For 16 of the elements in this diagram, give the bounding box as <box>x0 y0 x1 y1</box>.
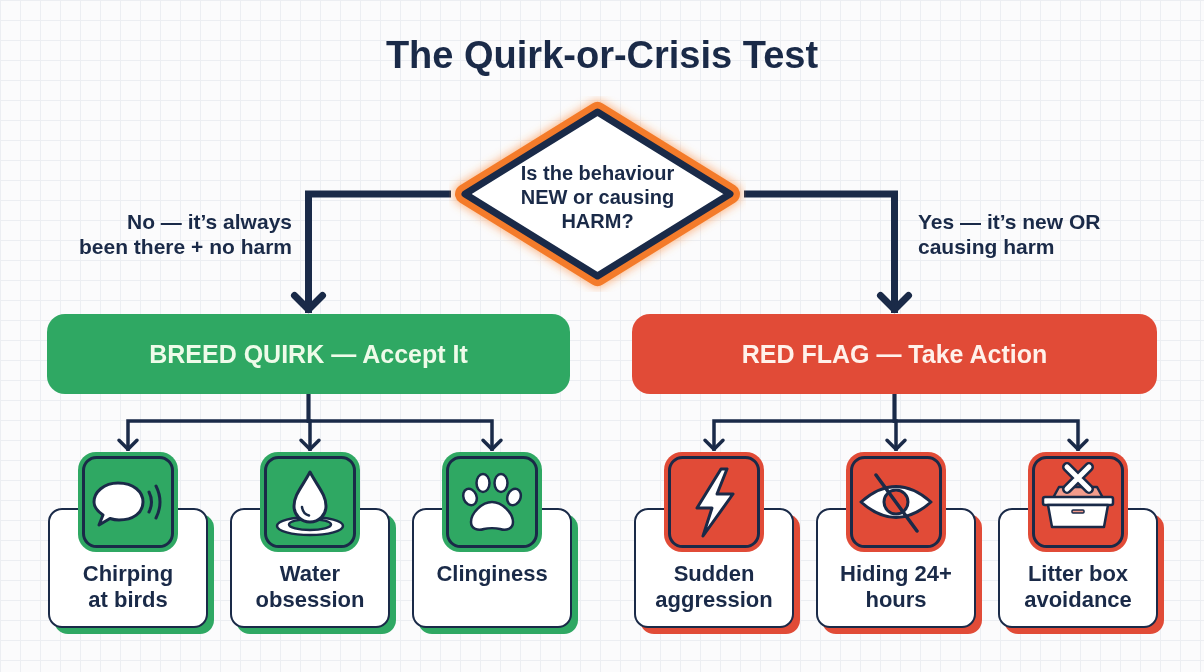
diagram-title: The Quirk-or-Crisis Test <box>385 33 819 78</box>
connector-arrow <box>892 394 1089 451</box>
outcome-banner <box>47 314 570 394</box>
card-label: Hiding 24+ hours <box>839 561 953 613</box>
edge-label: Yes — it’s new OR causing harm <box>918 209 1102 259</box>
card-label: Chirping at birds <box>81 561 175 613</box>
edge-label: No — it’s always been there + no harm <box>78 209 292 259</box>
outcome-banner <box>632 314 1157 394</box>
connector-arrow <box>306 394 503 451</box>
banner-text: RED FLAG — Take Action <box>741 339 1048 369</box>
banner-text: BREED QUIRK — Accept It <box>149 339 468 369</box>
card-label: Clinginess <box>435 561 549 587</box>
card-label: Sudden aggression <box>654 561 774 613</box>
question-text: Is the behaviour NEW or causing HARM? <box>519 161 676 233</box>
card-label: Water obsession <box>254 561 366 613</box>
card-label: Litter box avoidance <box>1023 561 1133 613</box>
